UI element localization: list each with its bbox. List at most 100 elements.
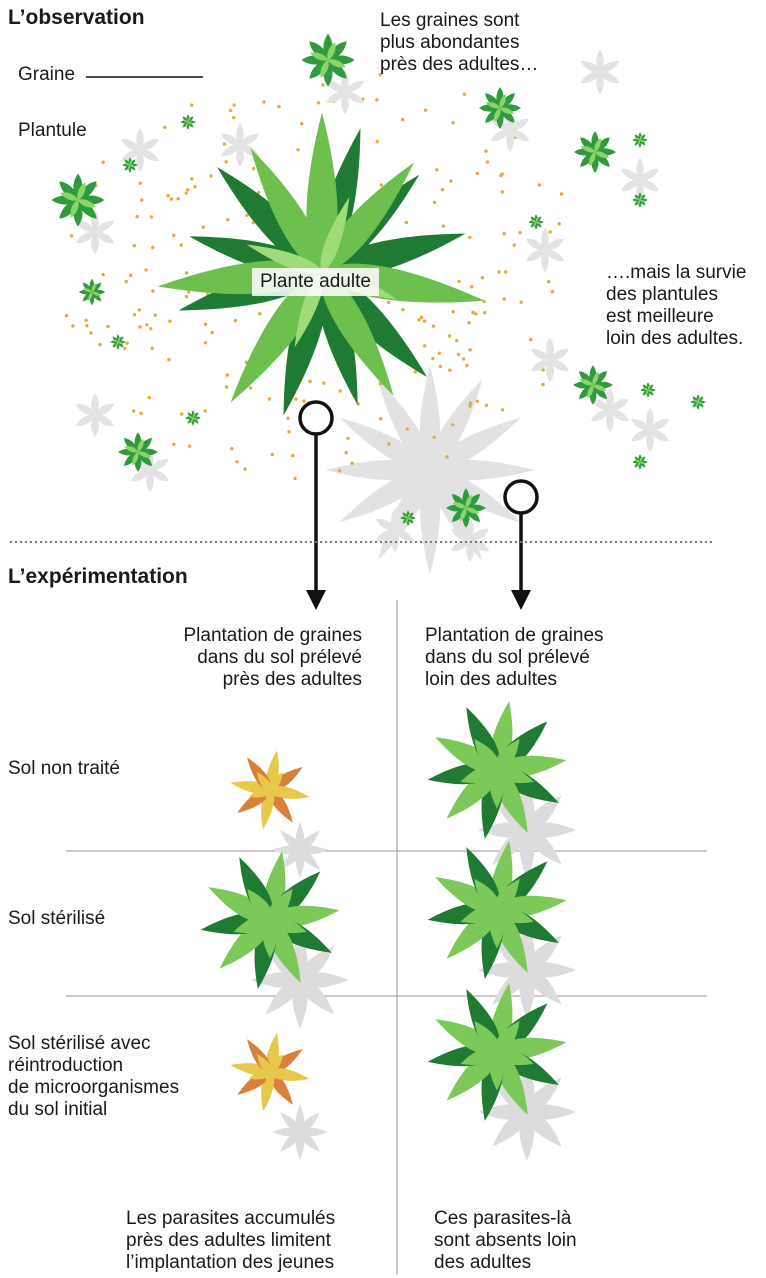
conclusion-far-line-3: des adultes bbox=[434, 1252, 532, 1273]
seed-dot bbox=[69, 234, 74, 238]
seed-dot bbox=[541, 382, 545, 387]
seed-dot bbox=[262, 100, 266, 104]
seed-dot bbox=[316, 101, 321, 105]
seed-dot bbox=[457, 279, 461, 284]
seed-dot bbox=[210, 330, 214, 335]
seed-dot bbox=[447, 334, 452, 338]
seed-dot bbox=[293, 476, 297, 481]
seed-dot bbox=[138, 325, 142, 329]
conclusion-near-line-1: Les parasites accumulés bbox=[126, 1208, 336, 1229]
seed-dot bbox=[245, 213, 249, 217]
plantule-label: Plantule bbox=[18, 120, 87, 141]
seed-dot bbox=[125, 341, 129, 345]
col-far-line-3: loin des adultes bbox=[425, 669, 558, 690]
seed-dot bbox=[548, 230, 552, 234]
survival-note-line-2: des plantules bbox=[606, 284, 718, 305]
seed-dot bbox=[190, 177, 194, 181]
seed-dot bbox=[209, 174, 213, 178]
seed-dot bbox=[302, 399, 306, 403]
seed-dot bbox=[167, 357, 171, 362]
survival-note-line-1: ….mais la survie bbox=[606, 262, 747, 283]
seed-dot bbox=[378, 73, 382, 77]
survival-note-line-3: est meilleure bbox=[606, 306, 714, 327]
adult-plant bbox=[156, 112, 488, 420]
seed-dot bbox=[187, 290, 191, 294]
row-label-sterilized: Sol stérilisé bbox=[8, 908, 106, 929]
seed-dot bbox=[150, 346, 154, 351]
far-plant-row-2-healthy bbox=[427, 841, 576, 1019]
col-far-line-1: Plantation de graines bbox=[425, 625, 604, 646]
seed-dot bbox=[203, 322, 208, 326]
seed-dot bbox=[277, 104, 281, 109]
seed-dot bbox=[350, 461, 354, 465]
row-label-untreated: Sol non traité bbox=[8, 758, 120, 779]
seed-dot bbox=[529, 337, 533, 342]
seed-dot bbox=[451, 121, 455, 125]
seed-dot bbox=[557, 222, 561, 226]
seed-dot bbox=[503, 270, 508, 274]
seed-dot bbox=[190, 103, 194, 107]
seeds-note-line-2: plus abondantes bbox=[380, 32, 520, 53]
far-plant-row-3-healthy bbox=[427, 983, 576, 1161]
seed-dot bbox=[132, 244, 136, 248]
seed-dot bbox=[166, 194, 170, 198]
seed-dot bbox=[483, 311, 487, 315]
graine-label: Graine bbox=[18, 64, 76, 85]
seed-dot bbox=[417, 318, 421, 322]
seed-dot bbox=[401, 117, 405, 122]
seed-dot bbox=[475, 399, 479, 403]
arrow-near bbox=[298, 400, 334, 592]
seed-dot bbox=[172, 442, 176, 446]
seed-dot bbox=[375, 98, 379, 102]
seed-dot bbox=[101, 272, 105, 277]
seed-dot bbox=[404, 220, 408, 225]
seed-dot bbox=[258, 312, 262, 316]
seed-dot bbox=[465, 363, 469, 368]
seed-dot bbox=[468, 404, 472, 408]
seed-dot bbox=[467, 321, 471, 325]
seed-dot bbox=[144, 268, 148, 272]
seed-dot bbox=[438, 364, 443, 369]
seed-dot bbox=[186, 188, 190, 192]
seed-dot bbox=[145, 323, 149, 327]
seed-dot bbox=[294, 397, 298, 401]
conclusion-far-line-2: sont absents loin bbox=[434, 1230, 577, 1251]
column-far-header: Plantation de graines dans du sol prélev… bbox=[425, 625, 604, 691]
col-near-line-1: Plantation de graines bbox=[183, 625, 362, 646]
row3-line-4: du sol initial bbox=[8, 1099, 108, 1120]
seed-dot bbox=[169, 197, 174, 201]
seed-dot bbox=[338, 389, 342, 393]
seed-dot bbox=[431, 356, 435, 361]
seed-dot bbox=[84, 318, 88, 323]
conclusion-far-line-1: Ces parasites-là bbox=[434, 1208, 572, 1229]
seed-dot bbox=[243, 467, 247, 471]
seed-dot bbox=[124, 279, 128, 284]
conclusion-near-line-3: l’implantation des jeunes bbox=[126, 1252, 335, 1273]
seed-dot bbox=[300, 121, 304, 126]
seed-dot bbox=[151, 245, 155, 250]
seed-dot bbox=[203, 409, 207, 413]
seed-dot bbox=[470, 285, 474, 289]
seed-dot bbox=[379, 417, 383, 421]
seed-dot bbox=[500, 172, 504, 176]
seed-dot bbox=[168, 319, 172, 323]
seed-dot bbox=[445, 455, 449, 459]
conclusion-far: Ces parasites-là sont absents loin des a… bbox=[434, 1208, 577, 1274]
experiment-plants bbox=[200, 701, 576, 1161]
seed-dot bbox=[172, 233, 176, 238]
seed-dot bbox=[101, 160, 105, 164]
seed-dot bbox=[149, 327, 153, 331]
seed-dot bbox=[474, 312, 478, 316]
seeds-note-line-3: près des adultes… bbox=[380, 54, 539, 75]
seed-dot bbox=[405, 427, 410, 431]
seed-dot bbox=[287, 430, 291, 434]
seed-dot bbox=[441, 224, 446, 228]
experiment-title: L’expérimentation bbox=[8, 565, 188, 588]
seed-dot bbox=[106, 324, 110, 329]
column-near-header: Plantation de graines dans du sol prélev… bbox=[120, 625, 362, 691]
seed-dot bbox=[291, 453, 295, 458]
seed-dot bbox=[129, 273, 133, 277]
seed-dot bbox=[123, 346, 127, 351]
seed-dot bbox=[135, 214, 139, 219]
seed-dot bbox=[375, 139, 379, 144]
